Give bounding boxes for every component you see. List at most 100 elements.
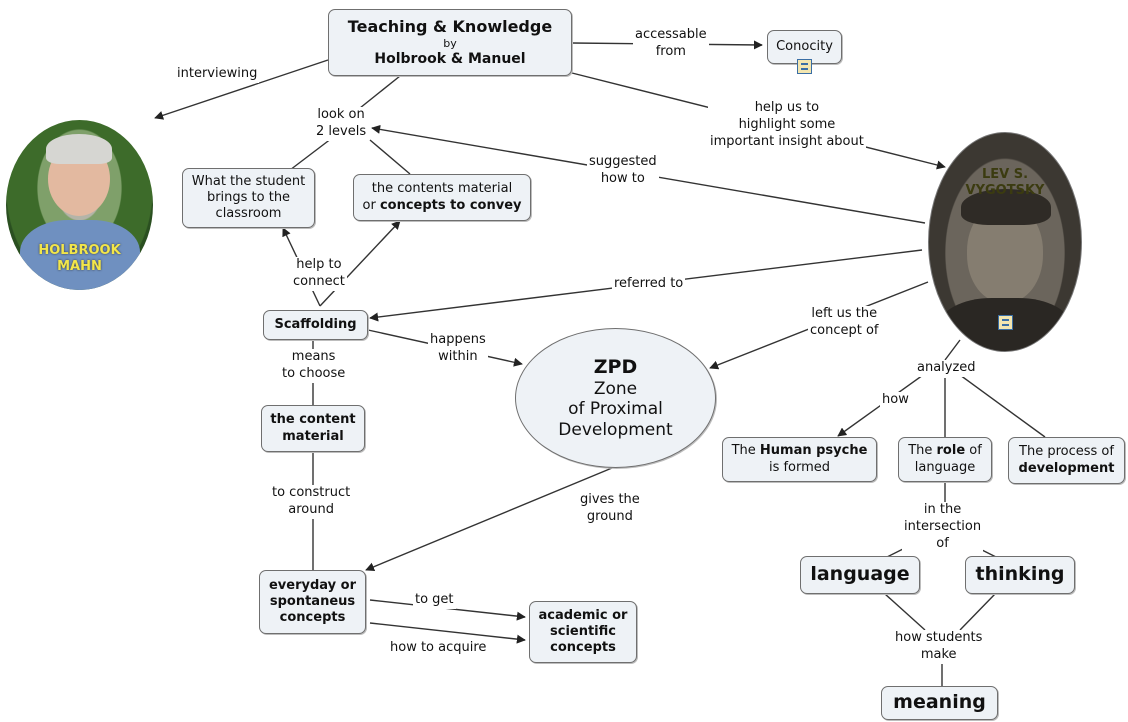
link-means-line2: to choose [282,365,346,381]
link-gives-line2: ground [586,508,633,524]
academic-line2: scientific [550,623,616,639]
link-to-get-text: to get [415,592,454,607]
thinking-node[interactable]: thinking [965,556,1075,594]
process-bold: development [1018,460,1115,476]
language-node[interactable]: language [800,556,920,594]
zpd-title: ZPD [593,356,638,379]
link-help-us-line2: highlight some [738,116,836,132]
link-how-to-acquire: how to acquire [388,640,489,657]
conocity-resource-icon[interactable] [797,59,812,74]
link-in-intersection: in the intersection of [902,502,984,553]
link-intersection-line3: of [936,535,949,551]
role-post1: of [969,443,982,459]
link-suggested-line2: how to [600,170,645,186]
link-analyzed-text: analyzed [917,360,976,375]
everyday-line3: concepts [279,610,346,626]
link-interviewing-text: interviewing [177,66,258,81]
zpd-line2: of Proximal [568,399,663,420]
link-to-construct-line2: around [288,501,334,517]
role-pre: The [908,443,933,459]
vygotsky-label-line2: VYGOTSKY [965,183,1045,199]
teaching-authors: Holbrook & Manuel [374,50,526,67]
holbrook-label-line2: MAHN [57,258,102,274]
everyday-concepts-node[interactable]: everyday or spontaneus concepts [259,570,366,634]
link-gives-ground: gives the ground [578,492,642,526]
conocity-node[interactable]: Conocity [767,30,842,64]
link-happens-line2: within [438,348,478,364]
scaffolding-node[interactable]: Scaffolding [263,310,368,340]
link-help-to-connect: help to connect [291,257,347,291]
link-help-us: help us to highlight some important insi… [708,100,866,151]
holbrook-label-line1: HOLBROOK [38,243,121,258]
link-accessable-from: accessable from [633,27,709,61]
link-left-us-line1: left us the [811,306,878,321]
vygotsky-label-line1: LEV S. [981,167,1029,182]
holbrook-photo: HOLBROOK MAHN [6,120,153,290]
holbrook-label: HOLBROOK MAHN [6,243,153,274]
link-left-us-line2: concept of [810,322,879,338]
process-development-node[interactable]: The process of development [1008,437,1125,484]
student-brings-node[interactable]: What the student brings to the classroom [182,168,315,228]
link-help-us-line1: help us to [754,100,820,115]
link-help-to-connect-line2: connect [293,273,345,289]
resource-icon[interactable] [998,315,1013,330]
link-how-students-make: how students make [893,630,985,664]
teaching-knowledge-node[interactable]: Teaching & Knowledge by Holbrook & Manue… [328,9,572,76]
zpd-line3: Development [558,419,673,440]
student-brings-line2: brings to the [206,189,291,205]
link-analyzed: analyzed [915,360,978,377]
zpd-node[interactable]: ZPD Zone of Proximal Development [515,328,716,468]
conocity-label: Conocity [776,38,833,54]
link-to-construct: to construct around [270,485,353,519]
link-means-to-choose: means to choose [280,349,348,383]
shirt-shape [20,220,140,290]
student-brings-line1: What the student [191,173,306,189]
content-material-line2: material [282,428,344,444]
human-psyche-bold: Human psyche [759,443,868,459]
link-to-get: to get [413,592,456,609]
student-brings-line3: classroom [215,206,282,222]
link-how-text: how [882,392,909,407]
content-material-node[interactable]: the content material [261,405,365,452]
content-material-line1: the content [270,412,356,428]
language-label: language [810,563,910,586]
human-psyche-post: is formed [768,459,831,475]
role-of-language-node[interactable]: The role of language [898,437,992,482]
contents-material-line1: the contents material [371,181,513,197]
link-help-us-line3: important insight about [710,133,864,149]
contents-or: or [362,197,376,213]
vygotsky-photo: LEV S. VYGOTSKY [928,132,1082,352]
academic-concepts-node[interactable]: academic or scientific concepts [529,601,637,663]
link-happens-within: happens within [428,332,488,366]
link-students-line2: make [920,646,957,662]
everyday-line2: spontaneus [269,593,356,609]
link-gives-line1: gives the [580,492,640,507]
link-look-on: look on 2 levels [314,107,369,141]
link-help-to-connect-line1: help to [296,257,342,272]
link-suggested: suggested how to [587,154,659,188]
link-accessable-line2: from [655,43,686,59]
academic-line1: academic or [538,607,628,623]
link-suggested-line1: suggested [589,154,657,169]
process-line1: The process of [1019,444,1114,460]
link-to-construct-line1: to construct [272,485,351,500]
link-referred-to-text: referred to [614,276,684,291]
link-left-us: left us the concept of [808,306,881,340]
vygotsky-label: LEV S. VYGOTSKY [929,167,1081,200]
concepts-to-convey: concepts to convey [379,197,522,213]
meaning-node[interactable]: meaning [881,686,998,720]
teaching-title: Teaching & Knowledge [347,16,553,36]
link-students-line1: how students [895,630,983,645]
everyday-line1: everyday or [268,577,356,593]
link-intersection-line1: in the [923,502,962,517]
link-means-line1: means [291,349,336,364]
role-post2: language [914,459,976,475]
contents-material-node[interactable]: the contents material or concepts to con… [353,174,531,221]
hair-shape [961,189,1051,225]
link-happens-line1: happens [430,332,486,347]
scaffolding-label: Scaffolding [274,316,357,332]
human-psyche-node[interactable]: The Human psyche is formed [722,437,877,482]
link-interviewing: interviewing [175,66,260,83]
thinking-label: thinking [975,563,1065,586]
